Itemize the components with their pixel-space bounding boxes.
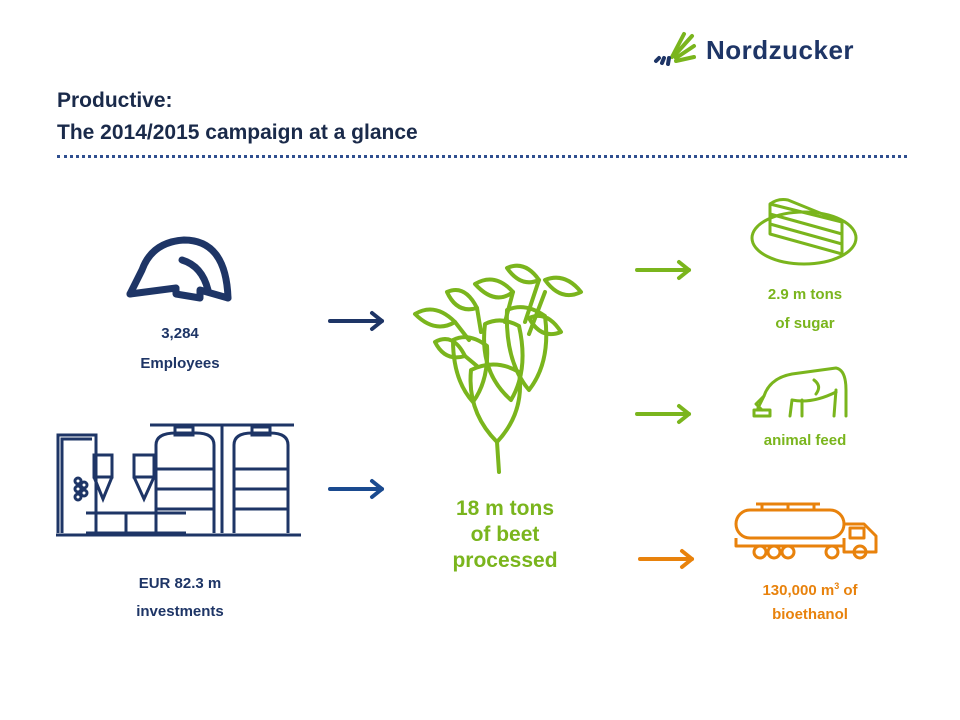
cow-icon xyxy=(752,366,848,418)
arrow-to-sugar-icon xyxy=(635,260,691,280)
bioethanol-label: bioethanol xyxy=(772,606,848,623)
hard-hat-icon xyxy=(126,236,232,302)
nordzucker-logo-icon xyxy=(654,32,696,66)
investments-value: EUR 82.3 m xyxy=(138,575,222,592)
beet-amount: 18 m tons xyxy=(455,497,555,520)
brand-name: Nordzucker xyxy=(706,35,855,65)
beet-line3: processed xyxy=(452,549,558,572)
arrow-to-bioethanol-icon xyxy=(638,549,694,569)
cubic-superscript: 3 xyxy=(834,581,840,591)
brand-logo: Nordzucker xyxy=(648,30,854,74)
cake-icon xyxy=(750,198,858,266)
sugar-label: of sugar xyxy=(775,315,835,332)
arrow-employees-to-beet-icon xyxy=(328,311,384,331)
sugar-amount: 2.9 m tons xyxy=(767,286,843,303)
beet-line2: of beet xyxy=(470,523,540,546)
employees-label: Employees xyxy=(140,355,220,372)
bioethanol-of: of xyxy=(839,582,858,599)
sugar-beet-icon xyxy=(413,263,583,474)
page-subtitle: The 2014/2015 campaign at a glance xyxy=(57,121,418,144)
arrow-to-feed-icon xyxy=(635,404,691,424)
title-divider xyxy=(57,155,907,158)
employees-value: 3,284 xyxy=(161,325,199,342)
factory-icon xyxy=(56,423,301,537)
feed-label: animal feed xyxy=(763,432,847,449)
bioethanol-value: 130,000 m xyxy=(762,582,835,599)
tanker-truck-icon xyxy=(734,502,878,560)
investments-label: investments xyxy=(136,603,224,620)
arrow-investments-to-beet-icon xyxy=(328,479,384,499)
page-title: Productive: xyxy=(57,89,173,112)
bioethanol-amount: 130,000 m3 of xyxy=(730,571,890,606)
